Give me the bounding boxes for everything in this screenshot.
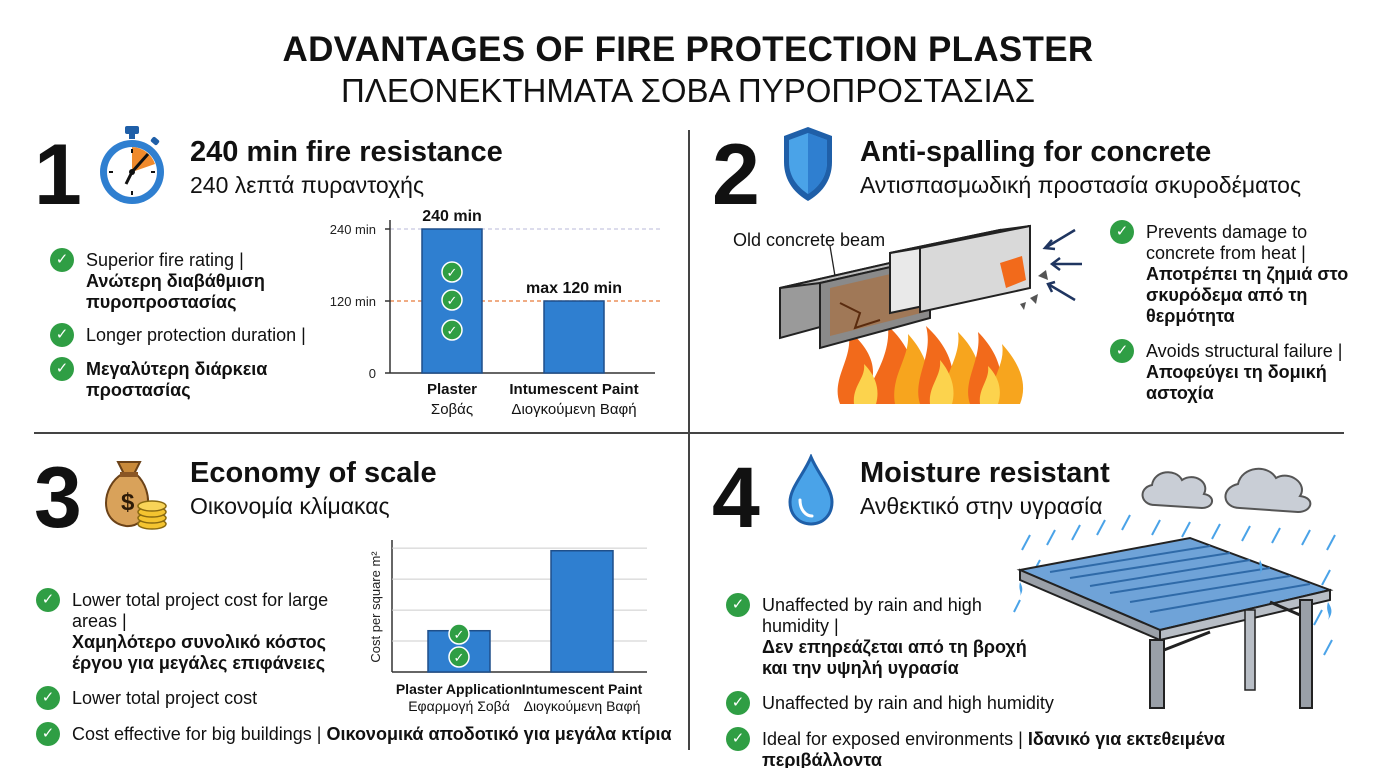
list-item: ✓ Cost effective for big buildings | Οικ… xyxy=(36,722,676,746)
check-icon: ✓ xyxy=(1110,220,1134,244)
check-mark: ✓ xyxy=(454,627,465,642)
check-icon: ✓ xyxy=(36,588,60,612)
y-tick-label: 240 min xyxy=(330,222,376,237)
check-icon xyxy=(448,646,470,668)
page-title: ADVANTAGES OF FIRE PROTECTION PLASTER xyxy=(282,30,1094,69)
section-2-title: Anti-spalling for concrete xyxy=(860,136,1212,168)
section-4-number: 4 xyxy=(712,450,760,546)
svg-text:$: $ xyxy=(121,489,135,516)
list-item: ✓ Unaffected by rain and high humidity xyxy=(726,691,1346,715)
check-mark: ✓ xyxy=(454,650,465,665)
bar xyxy=(543,300,605,374)
water-drop-icon xyxy=(788,454,834,526)
section-1-bullets: ✓ Superior fire rating |Ανώτερη διαβάθμι… xyxy=(50,248,310,401)
list-item: ✓ Lower total project cost for large are… xyxy=(36,588,356,674)
list-item: ✓ Ideal for exposed environments | Ιδανι… xyxy=(726,727,1346,768)
check-icon xyxy=(441,319,463,341)
check-icon: ✓ xyxy=(50,357,74,381)
list-item: ✓ Prevents damage to concrete from heat … xyxy=(1110,220,1360,327)
section-3-subtitle: Οικονομία κλίμακας xyxy=(190,493,390,519)
vertical-divider xyxy=(688,130,690,750)
section-4-title: Moisture resistant xyxy=(860,457,1110,489)
list-item: ✓ Unaffected by rain and high humidity |… xyxy=(726,593,1046,679)
check-icon: ✓ xyxy=(36,722,60,746)
covered-structure-illustration xyxy=(1013,468,1336,709)
x-tick-label-gr: Σοβάς xyxy=(431,401,473,418)
section-4-subtitle: Ανθεκτικό στην υγρασία xyxy=(860,493,1103,519)
stopwatch-icon xyxy=(100,126,164,204)
x-tick-label: Intumescent Paint xyxy=(509,381,638,398)
section-1-number: 1 xyxy=(34,127,82,223)
check-icon: ✓ xyxy=(1110,339,1134,363)
shield-icon xyxy=(784,127,832,201)
y-tick-label: 120 min xyxy=(330,294,376,309)
section-1-title: 240 min fire resistance xyxy=(190,136,503,168)
y-tick-label: 0 xyxy=(369,366,376,381)
cost-chart: Cost per square m² Plaster ApplicationΕφα… xyxy=(368,540,647,714)
x-tick-label: Plaster Application xyxy=(396,681,522,697)
list-item: ✓ Lower total project cost xyxy=(36,686,676,710)
x-tick-label-gr: Διογκούμενη Βαφή xyxy=(524,698,641,714)
x-tick-label-gr: Εφαρμογή Σοβά xyxy=(408,698,510,714)
list-item: ✓ Longer protection duration | xyxy=(50,323,310,347)
check-icon: ✓ xyxy=(50,323,74,347)
beam-callout-label: Old concrete beam xyxy=(733,230,886,250)
check-icon: ✓ xyxy=(726,691,750,715)
check-icon xyxy=(448,623,470,645)
section-3-number: 3 xyxy=(34,450,82,546)
section-2-number: 2 xyxy=(712,127,760,223)
data-label: 240 min xyxy=(422,208,482,225)
x-tick-label-gr: Διογκούμενη Βαφή xyxy=(511,401,636,418)
list-item: ✓ Superior fire rating |Ανώτερη διαβάθμι… xyxy=(50,248,310,313)
bar xyxy=(550,549,614,673)
check-icon xyxy=(441,261,463,283)
check-mark: ✓ xyxy=(447,323,458,338)
horizontal-divider xyxy=(34,432,1344,434)
check-icon: ✓ xyxy=(50,248,74,272)
check-icon xyxy=(441,289,463,311)
section-3-title: Economy of scale xyxy=(190,457,437,489)
money-bag-icon: $ xyxy=(105,461,167,530)
section-2-subtitle: Αντισπασμωδική προστασία σκυροδέματος xyxy=(860,172,1302,198)
section-1-subtitle: 240 λεπτά πυραντοχής xyxy=(190,172,425,198)
y-axis-label: Cost per square m² xyxy=(368,551,383,663)
data-label: max 120 min xyxy=(526,280,622,297)
page-subtitle: ΠΛΕΟΝΕΚΤΗΜΑΤΑ ΣΟΒΑ ΠΥΡΟΠΡΟΣΤΑΣΙΑΣ xyxy=(340,72,1036,109)
concrete-beam-illustration xyxy=(779,224,1082,404)
section-3-bullets: ✓ Lower total project cost for large are… xyxy=(36,588,676,746)
section-4-bullets: ✓ Unaffected by rain and high humidity |… xyxy=(726,593,1346,768)
check-icon: ✓ xyxy=(36,686,60,710)
check-mark: ✓ xyxy=(447,293,458,308)
list-item: ✓ Avoids structural failure |Αποφεύγει τ… xyxy=(1110,339,1360,404)
check-icon: ✓ xyxy=(726,593,750,617)
x-tick-label: Plaster xyxy=(427,381,477,398)
check-mark: ✓ xyxy=(447,265,458,280)
check-icon: ✓ xyxy=(726,727,750,751)
list-item: ✓ Μεγαλύτερη διάρκεια προστασίας xyxy=(50,357,310,401)
section-2-bullets: ✓ Prevents damage to concrete from heat … xyxy=(1110,220,1360,404)
x-tick-label: Intumescent Paint xyxy=(522,681,643,697)
